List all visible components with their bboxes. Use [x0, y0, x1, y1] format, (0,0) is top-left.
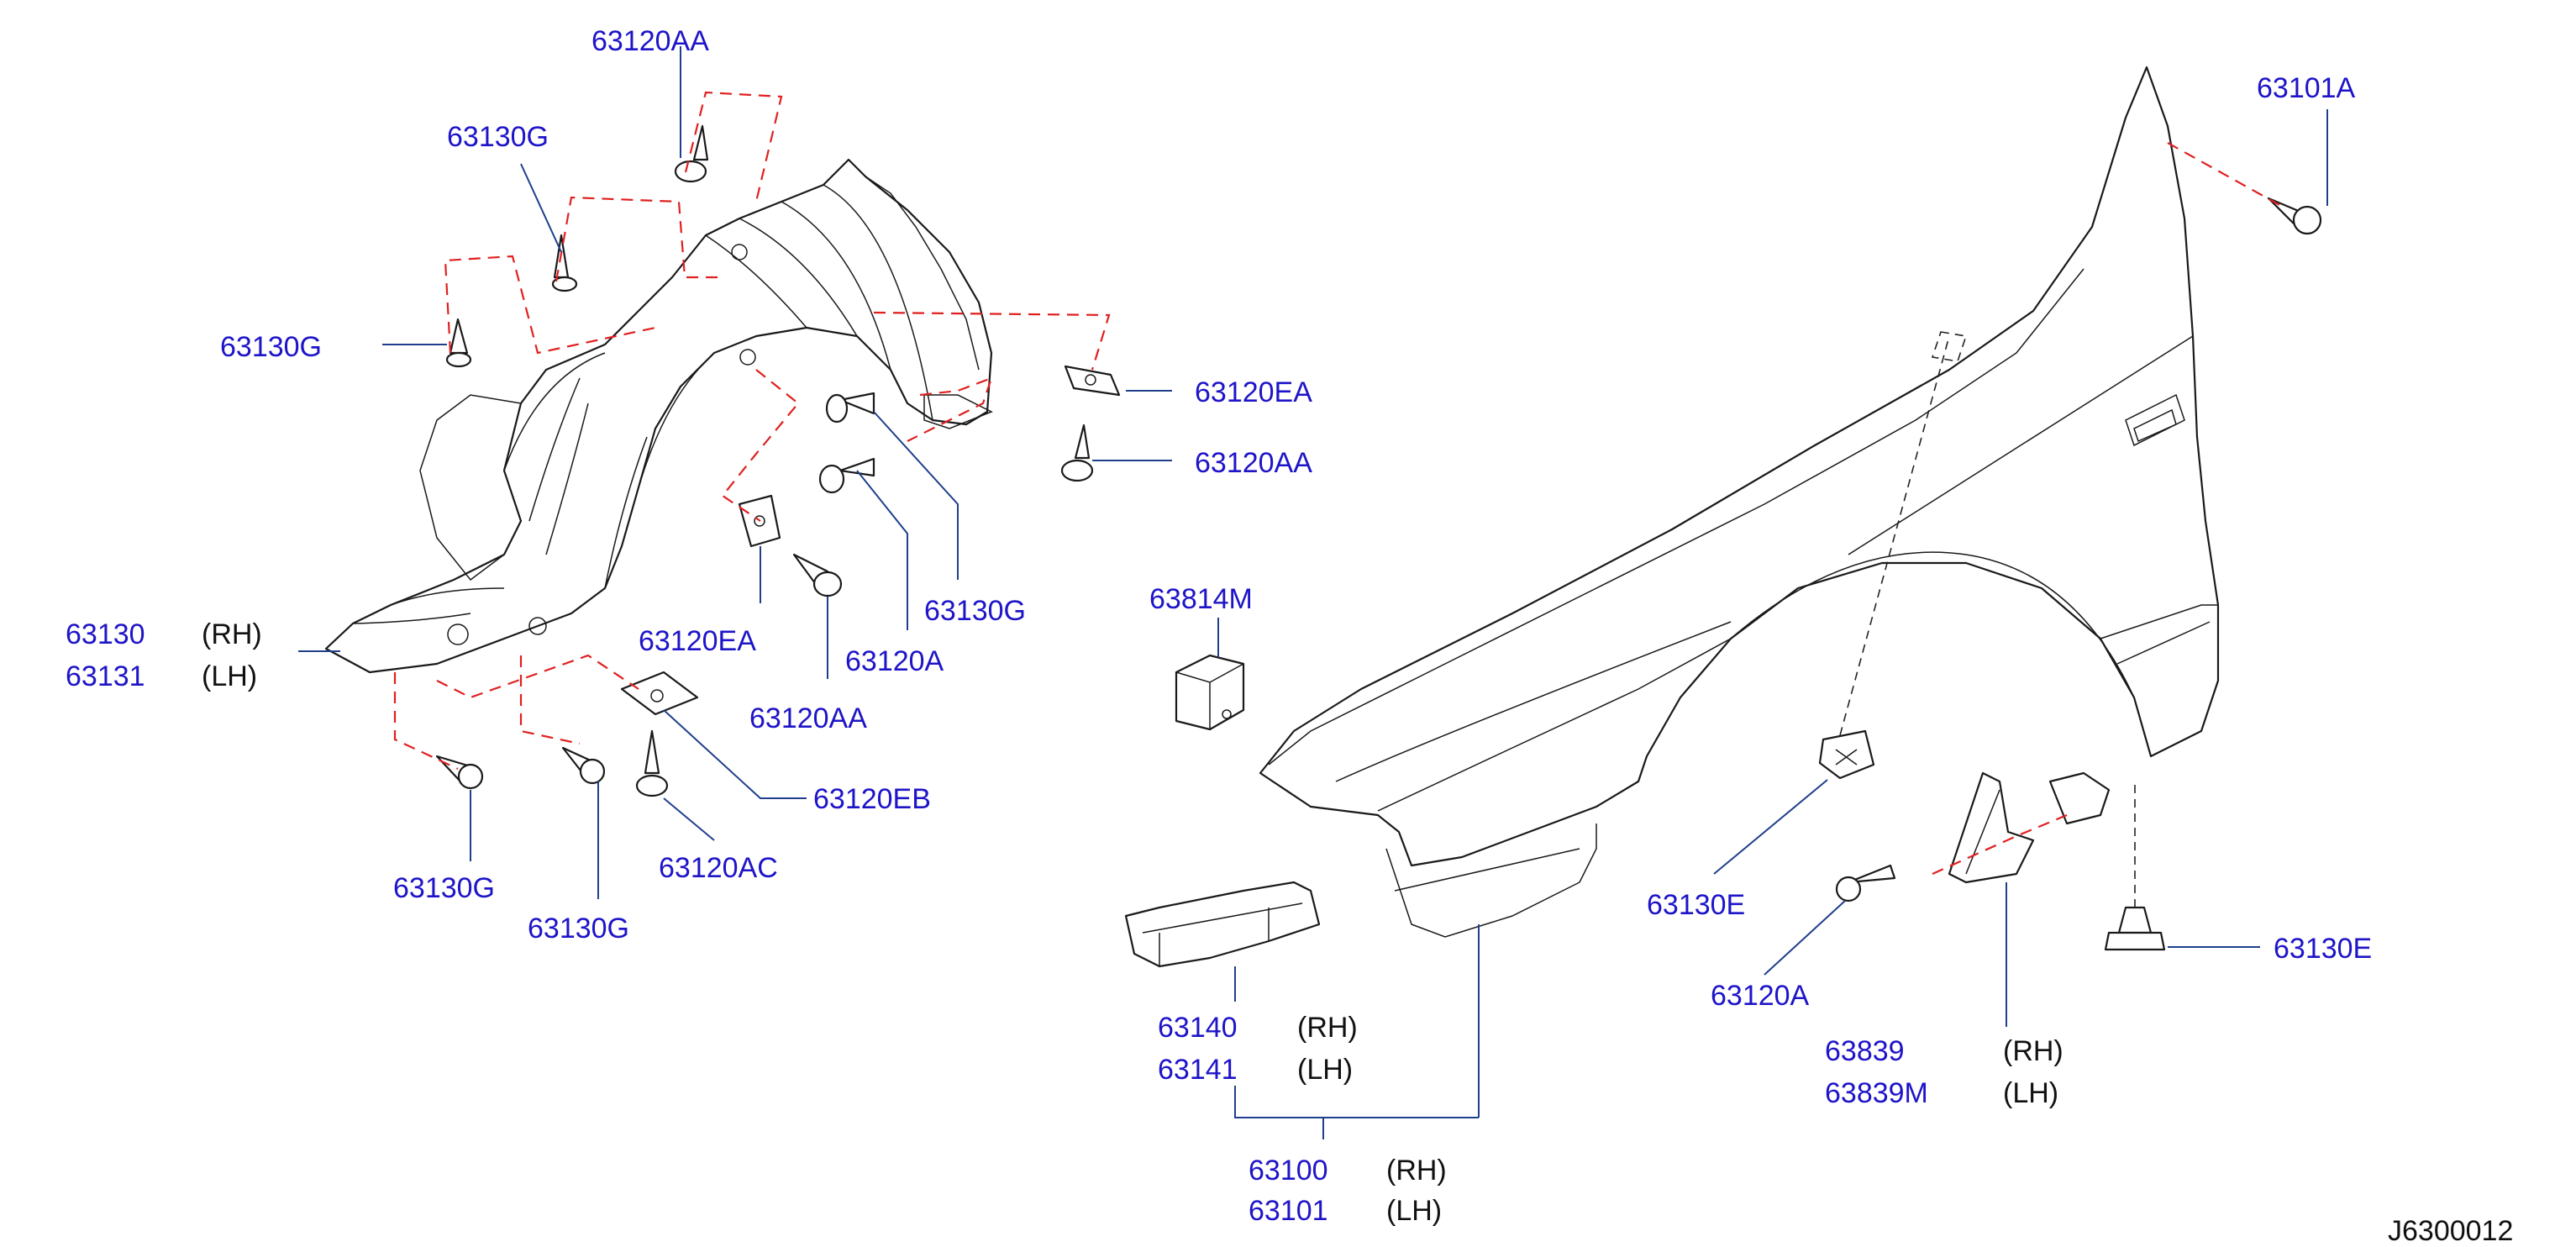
- label-63130G-a: 63130G: [447, 121, 549, 153]
- fender-liner: [324, 158, 993, 674]
- clip-63130G-d: [435, 755, 484, 790]
- clip-63130E-a: [1818, 729, 1875, 780]
- label-63101A: 63101A: [2257, 72, 2356, 104]
- mudguard-63839: [1948, 771, 2035, 884]
- label-63100: 63100: [1249, 1155, 1328, 1186]
- label-63130G-e: 63130G: [528, 913, 629, 944]
- label-63120AA-b: 63120AA: [1195, 447, 1312, 479]
- label-63130G-d: 63130G: [393, 872, 495, 904]
- screw-63120AA-mid: [1060, 424, 1094, 482]
- clip-63130E-b: [2104, 906, 2166, 951]
- screw-63120AC: [635, 729, 669, 797]
- screw-63120A-a: [818, 457, 875, 494]
- label-63130: 63130: [66, 618, 145, 650]
- label-63839M: 63839M: [1825, 1077, 1928, 1109]
- label-63101: 63101: [1249, 1195, 1328, 1227]
- label-63140-side: (RH): [1297, 1012, 1358, 1044]
- block-63814M: [1175, 654, 1245, 731]
- label-63130G-b: 63130G: [220, 331, 322, 363]
- leader-lines: [298, 46, 2328, 1139]
- label-63120A-a: 63120A: [845, 645, 944, 677]
- nut-63120EA-upper: [1064, 365, 1121, 397]
- front-fender: [1259, 66, 2220, 938]
- clip-63130G-c: [825, 392, 875, 424]
- label-63130E-b: 63130E: [2274, 933, 2372, 965]
- clip-63130G-a: [551, 234, 578, 292]
- bracket-63140: [1124, 881, 1321, 968]
- screw-63120A-b: [1835, 864, 1896, 902]
- label-63101-side: (LH): [1386, 1195, 1442, 1227]
- part-labels: 63120AA 63130G 63130G 63130 (RH) 63131 (…: [66, 25, 2513, 1247]
- screw-63120AA-low: [792, 553, 843, 597]
- label-63120AA-c: 63120AA: [749, 702, 867, 734]
- label-63131-side: (LH): [202, 660, 257, 692]
- nut-63120EB: [620, 671, 699, 716]
- assembly-lines: [393, 91, 2282, 908]
- label-63130E-a: 63130E: [1647, 889, 1745, 921]
- label-63100-side: (RH): [1386, 1155, 1447, 1186]
- label-63120AC: 63120AC: [659, 852, 778, 884]
- screw-63120AA-top: [674, 124, 709, 183]
- bolt-63101A: [2267, 197, 2322, 235]
- diagram-reference-code: J6300012: [2388, 1215, 2513, 1247]
- label-63120A-b: 63120A: [1711, 980, 1810, 1012]
- clip-63130G-b: [445, 318, 472, 368]
- label-63120EA-a: 63120EA: [1195, 376, 1312, 408]
- label-63814M: 63814M: [1149, 583, 1253, 615]
- label-63131: 63131: [66, 660, 145, 692]
- label-63141: 63141: [1158, 1054, 1238, 1086]
- label-63839M-side: (LH): [2003, 1077, 2058, 1109]
- label-63130-side: (RH): [202, 618, 262, 650]
- label-63120EB: 63120EB: [813, 783, 931, 815]
- label-63140: 63140: [1158, 1012, 1238, 1044]
- label-63120EA-b: 63120EA: [639, 625, 756, 657]
- label-63839: 63839: [1825, 1035, 1905, 1067]
- label-63130G-c: 63130G: [924, 595, 1026, 627]
- fender-bracket-rear: [2048, 771, 2111, 825]
- clip-63130G-e: [561, 746, 606, 785]
- label-63839-side: (RH): [2003, 1035, 2063, 1067]
- label-63120AA-top: 63120AA: [591, 25, 709, 57]
- label-63141-side: (LH): [1297, 1054, 1353, 1086]
